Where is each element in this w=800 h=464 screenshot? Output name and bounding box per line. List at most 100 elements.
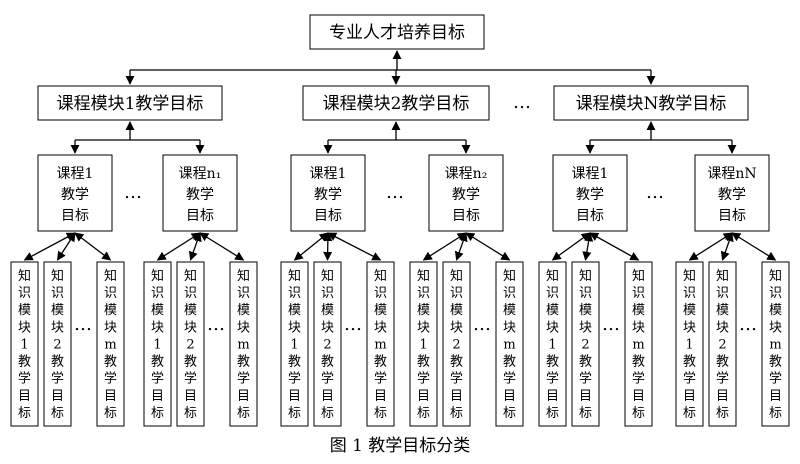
knowledge-char-6-1-9: 标 <box>683 406 696 421</box>
knowledge-char-5-1-2: 识 <box>546 286 559 301</box>
course-label-line3-3-1: 目标 <box>576 208 604 224</box>
knowledge-char-3-2-3: 模 <box>321 303 334 318</box>
knowledge-char-5-1-4: 块 <box>546 320 559 335</box>
knowledge-char-2-2-6: 教 <box>184 354 197 370</box>
knowledge-char-2-1-6: 教 <box>151 354 164 370</box>
knowledge-char-4-2-5: 2 <box>452 337 460 352</box>
course-to-knowledge-3-2 <box>323 232 333 261</box>
course-label-line1-1-2: 课程n₁ <box>179 166 222 182</box>
knowledge-ellipsis-3: … <box>344 314 362 335</box>
knowledge-ellipsis-2: … <box>207 314 225 335</box>
knowledge-char-1-3-4: 块 <box>104 320 117 335</box>
knowledge-char-2-2-7: 学 <box>184 371 197 387</box>
knowledge-char-1-2-3: 模 <box>51 303 64 318</box>
knowledge-char-5-2-7: 学 <box>579 371 592 387</box>
knowledge-char-5-3-9: 标 <box>632 406 645 421</box>
knowledge-char-2-2-2: 识 <box>184 286 197 301</box>
knowledge-char-5-1-7: 学 <box>546 371 559 387</box>
knowledge-char-1-3-5: m <box>104 337 116 352</box>
knowledge-char-4-1-9: 标 <box>417 406 430 421</box>
knowledge-char-5-1-3: 模 <box>546 303 559 318</box>
knowledge-char-3-3-4: 块 <box>374 320 387 335</box>
knowledge-char-3-1-3: 模 <box>288 303 301 318</box>
root-objective-label: 专业人才培养目标 <box>329 23 465 43</box>
knowledge-char-6-1-4: 块 <box>683 320 696 335</box>
knowledge-char-2-3-2: 识 <box>237 286 250 301</box>
knowledge-char-6-2-3: 模 <box>716 303 729 318</box>
knowledge-char-4-1-4: 块 <box>417 320 430 335</box>
knowledge-char-5-2-4: 块 <box>579 320 592 335</box>
course-box-3-2 <box>694 154 770 232</box>
knowledge-char-4-1-8: 目 <box>417 389 430 404</box>
course-label-line1-2-2: 课程n₂ <box>445 166 488 182</box>
knowledge-char-2-3-5: m <box>237 337 249 352</box>
course-label-line1-2-1: 课程1 <box>310 166 347 182</box>
course-to-knowledge-2-2 <box>188 232 202 261</box>
knowledge-char-4-3-7: 学 <box>503 371 516 387</box>
knowledge-ellipsis-6: … <box>739 314 757 335</box>
knowledge-char-3-2-2: 识 <box>321 286 334 301</box>
knowledge-box-5-2 <box>571 261 600 427</box>
knowledge-char-3-1-9: 标 <box>288 406 301 421</box>
knowledge-char-4-1-3: 模 <box>417 303 430 318</box>
knowledge-char-1-3-2: 识 <box>104 286 117 301</box>
course-label-line3-2-1: 目标 <box>314 208 342 224</box>
knowledge-char-1-2-8: 目 <box>51 389 64 404</box>
knowledge-char-1-3-9: 标 <box>104 406 117 421</box>
module-ellipsis: … <box>513 92 531 113</box>
knowledge-char-5-2-8: 目 <box>579 389 592 404</box>
knowledge-char-1-1-8: 目 <box>18 389 31 404</box>
knowledge-char-2-1-1: 知 <box>151 268 164 284</box>
course-label-line2-1-1: 教学 <box>61 187 89 203</box>
course-module-label-3: 课程模块N教学目标 <box>576 94 727 114</box>
knowledge-char-3-2-4: 块 <box>321 320 334 335</box>
course-label-line3-1-2: 目标 <box>186 208 214 224</box>
knowledge-char-6-1-8: 目 <box>683 389 696 404</box>
course-module-box-1 <box>37 85 223 121</box>
knowledge-box-3-3 <box>366 261 395 427</box>
knowledge-char-6-1-3: 模 <box>683 303 696 318</box>
knowledge-char-5-1-8: 目 <box>546 389 559 404</box>
course-to-knowledge-4-3 <box>465 232 511 261</box>
knowledge-char-4-2-1: 知 <box>450 268 463 284</box>
knowledge-char-4-2-7: 学 <box>450 371 463 387</box>
knowledge-char-5-3-6: 教 <box>632 354 645 370</box>
knowledge-char-4-3-9: 标 <box>503 406 516 421</box>
knowledge-char-5-2-2: 识 <box>579 286 592 301</box>
course-label-line3-1-1: 目标 <box>61 208 89 224</box>
knowledge-char-1-3-7: 学 <box>104 371 117 387</box>
knowledge-char-5-1-9: 标 <box>546 406 559 421</box>
ellipses: ………………………… <box>74 92 757 335</box>
knowledge-box-4-1 <box>409 261 438 427</box>
knowledge-char-5-3-4: 块 <box>632 320 645 335</box>
knowledge-char-5-3-7: 学 <box>632 371 645 387</box>
course-to-knowledge-2-1 <box>156 232 201 261</box>
knowledge-char-6-2-2: 识 <box>716 286 729 301</box>
knowledge-char-3-3-8: 目 <box>374 389 387 404</box>
knowledge-char-5-2-9: 标 <box>579 406 592 421</box>
knowledge-char-3-1-2: 识 <box>288 286 301 301</box>
knowledge-char-2-3-3: 模 <box>237 303 250 318</box>
knowledge-char-1-1-1: 知 <box>18 268 31 284</box>
knowledge-char-2-2-8: 目 <box>184 389 197 404</box>
knowledge-char-6-1-6: 教 <box>683 354 696 370</box>
knowledge-char-6-1-5: 1 <box>685 337 693 352</box>
course-to-knowledge-6-3 <box>731 232 777 261</box>
knowledge-box-6-2 <box>708 261 737 427</box>
knowledge-char-3-3-1: 知 <box>374 268 387 284</box>
knowledge-char-1-1-2: 识 <box>18 286 31 301</box>
knowledge-char-4-2-3: 模 <box>450 303 463 318</box>
knowledge-char-5-3-3: 模 <box>632 303 645 318</box>
knowledge-char-2-1-5: 1 <box>153 337 161 352</box>
knowledge-box-3-2 <box>313 261 342 427</box>
knowledge-char-3-2-9: 标 <box>321 406 334 421</box>
knowledge-char-2-1-2: 识 <box>151 286 164 301</box>
knowledge-char-3-3-3: 模 <box>374 303 387 318</box>
knowledge-char-6-2-6: 教 <box>716 354 729 370</box>
knowledge-char-1-2-1: 知 <box>51 268 64 284</box>
knowledge-char-2-1-8: 目 <box>151 389 164 404</box>
knowledge-char-4-1-2: 识 <box>417 286 430 301</box>
knowledge-char-6-3-2: 识 <box>769 286 782 301</box>
knowledge-char-4-3-2: 识 <box>503 286 516 301</box>
